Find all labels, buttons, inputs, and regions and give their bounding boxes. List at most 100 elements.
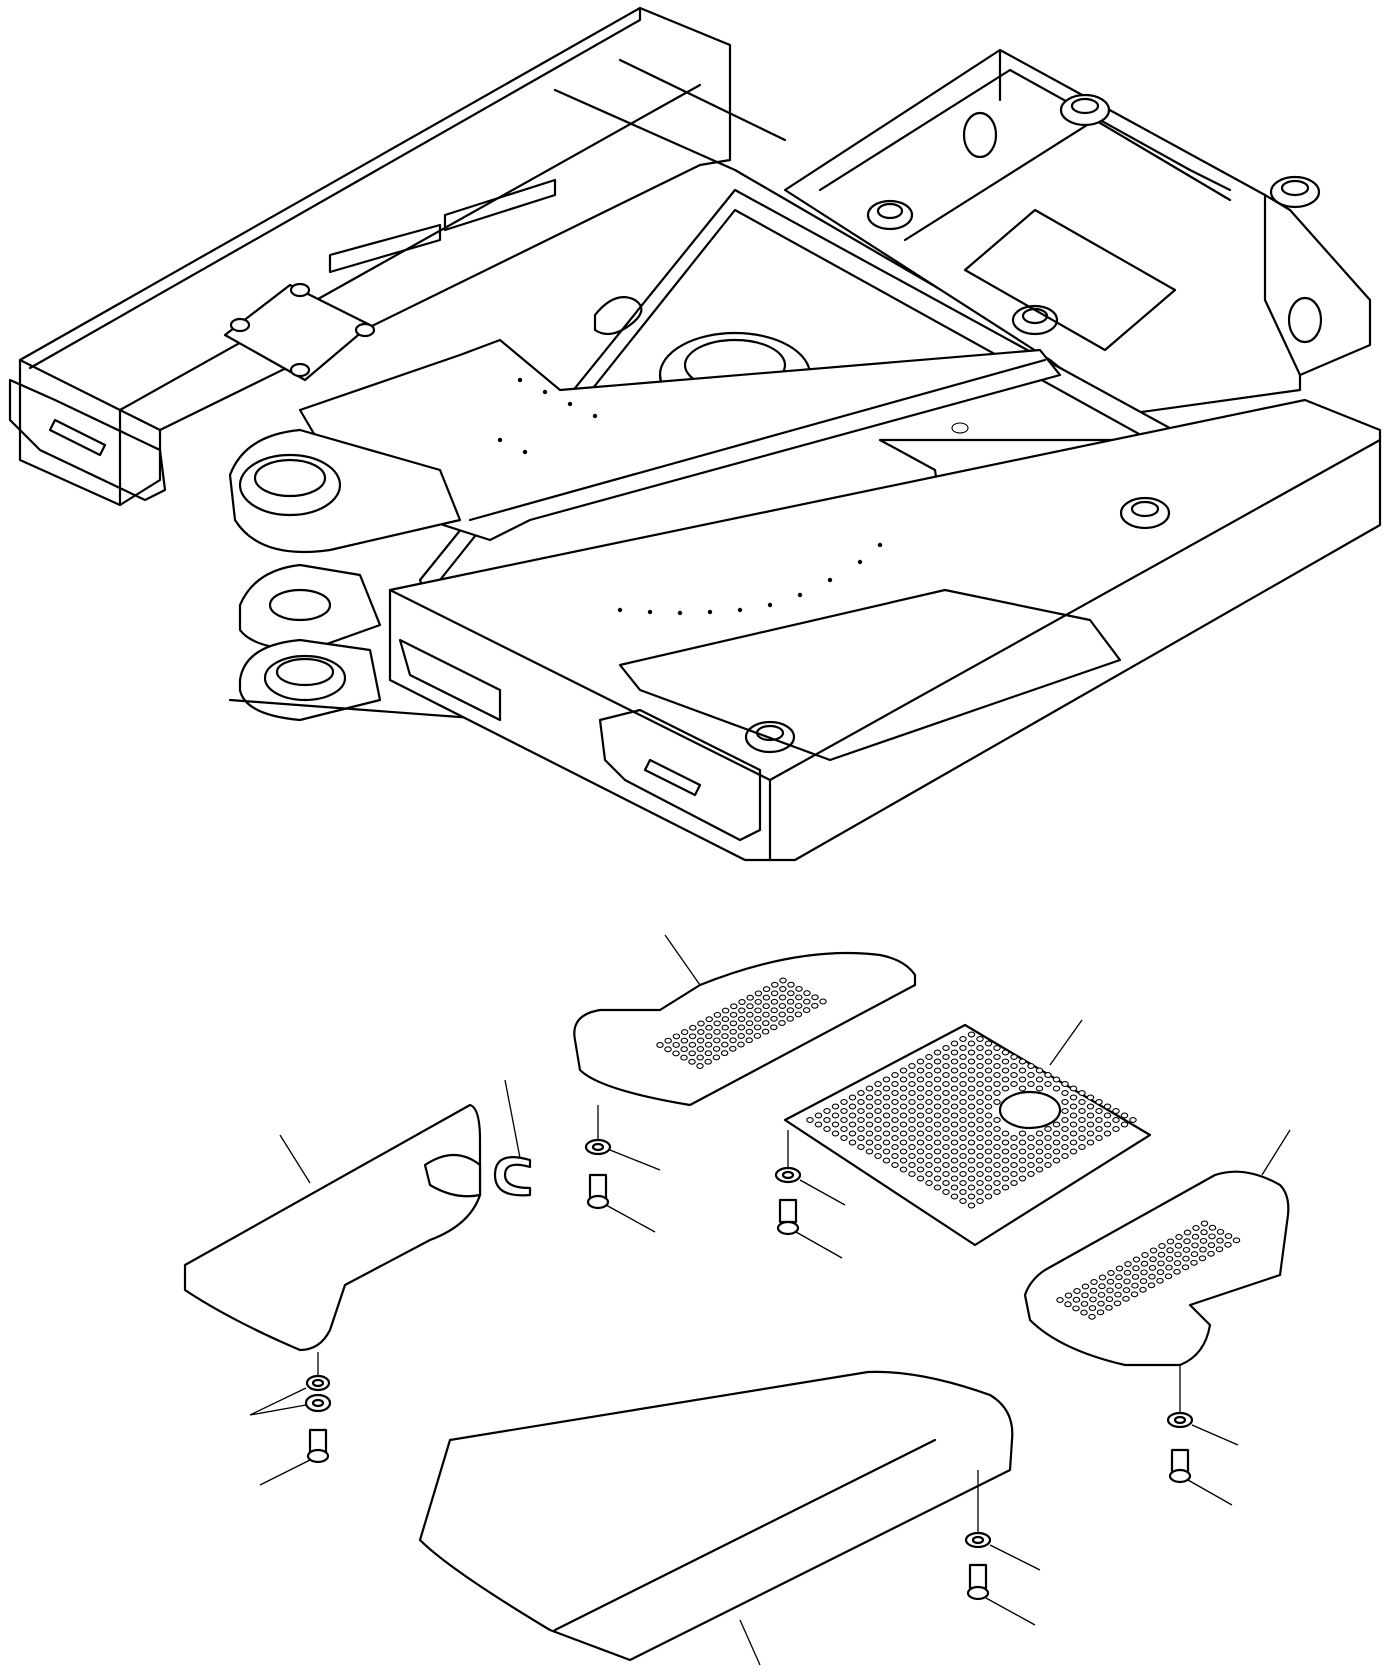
perforation-hole: [925, 1180, 933, 1186]
perforation-hole: [865, 1094, 874, 1101]
perforation-hole: [933, 1166, 942, 1173]
perforation-hole: [857, 1135, 865, 1141]
perforation-hole: [1158, 1243, 1166, 1249]
perforation-hole: [1069, 1103, 1078, 1110]
perforation-hole: [1216, 1228, 1225, 1235]
perforation-hole: [925, 1099, 933, 1105]
perforation-hole: [925, 1126, 933, 1132]
perforation-hole: [933, 1139, 942, 1146]
perforation-hole: [950, 1148, 959, 1155]
perforation-hole: [899, 1157, 908, 1164]
perforation-hole: [705, 1016, 713, 1023]
perforation-hole: [738, 1007, 746, 1014]
perforation-hole: [779, 986, 787, 992]
perforation-hole: [942, 1054, 950, 1060]
perforation-hole: [696, 1063, 704, 1069]
perforation-hole: [984, 1193, 993, 1200]
perforation-hole: [1112, 1126, 1120, 1132]
perforation-hole: [779, 977, 787, 984]
perforation-hole: [823, 1117, 831, 1123]
perforation-hole: [1086, 1130, 1095, 1137]
perforation-hole: [950, 1166, 959, 1173]
perforation-hole: [688, 1033, 697, 1040]
perforation-hole: [1086, 1121, 1095, 1128]
perforation-hole: [1105, 1296, 1114, 1303]
perforation-hole: [745, 1037, 753, 1044]
perforation-hole: [993, 1099, 1001, 1105]
perforation-hole: [1106, 1278, 1115, 1285]
perforation-hole: [1149, 1247, 1158, 1254]
perforation-hole: [1035, 1166, 1044, 1173]
perforation-hole: [993, 1081, 1001, 1087]
perforation-hole: [984, 1166, 993, 1173]
perforation-right: [1056, 1220, 1241, 1320]
perforation-hole: [993, 1063, 1001, 1069]
perforation-hole: [713, 1028, 721, 1035]
perforation-hole: [874, 1081, 882, 1087]
perforation-hole: [1207, 1242, 1216, 1249]
perforation-hole: [950, 1112, 959, 1119]
perforation-hole: [865, 1103, 874, 1110]
perforation-hole: [891, 1099, 899, 1105]
perforation-hole: [993, 1180, 1001, 1186]
perforation-hole: [1182, 1255, 1190, 1262]
perforation-hole: [857, 1117, 865, 1123]
perforation-hole: [1122, 1295, 1130, 1302]
perforation-hole: [762, 1003, 770, 1010]
perforation-hole: [1103, 1103, 1112, 1110]
perforation-hole: [984, 1112, 993, 1119]
perforation-hole: [705, 1024, 713, 1031]
perforation-hole: [1044, 1081, 1052, 1087]
perforation-hole: [1052, 1121, 1061, 1128]
perforation-hole: [967, 1166, 976, 1173]
perforation-hole: [967, 1175, 976, 1182]
perforation-hole: [1018, 1157, 1027, 1164]
perforation-hole: [1001, 1130, 1010, 1137]
perforation-hole: [959, 1144, 967, 1150]
perforation-hole: [857, 1090, 865, 1096]
perforation-hole: [942, 1144, 950, 1150]
perforation-hole: [967, 1067, 976, 1074]
perforation-hole: [993, 1135, 1001, 1141]
perforation-hole: [984, 1094, 993, 1101]
perforation-hole: [680, 1029, 689, 1036]
perforation-hole: [1027, 1171, 1035, 1177]
perforation-hole: [976, 1117, 984, 1123]
perforation-hole: [1095, 1117, 1103, 1123]
perforation-hole: [1001, 1067, 1010, 1074]
perforation-hole: [1027, 1153, 1035, 1159]
perforation-hole: [705, 1033, 713, 1040]
perforation-hole: [1224, 1233, 1233, 1240]
perforation-hole: [1027, 1063, 1035, 1069]
perforation-hole: [950, 1130, 959, 1137]
perforation-hole: [891, 1081, 899, 1087]
perforation-hole: [916, 1121, 925, 1128]
washer: [305, 1374, 331, 1392]
perforation-hole: [786, 998, 795, 1005]
perforation-hole: [916, 1103, 925, 1110]
perforation-hole: [1061, 1090, 1069, 1096]
perforation-hole: [976, 1180, 984, 1186]
perforation-hole: [1072, 1305, 1080, 1312]
perforation-hole: [704, 1058, 712, 1065]
perforation-hole: [933, 1130, 942, 1137]
perforation-hole: [1064, 1301, 1072, 1308]
perforation-hole: [984, 1175, 993, 1182]
perforation-hole: [1175, 1234, 1183, 1240]
perforation-hole: [976, 1090, 984, 1096]
perforation-hole: [942, 1162, 950, 1168]
perforation-hole: [933, 1094, 942, 1101]
perforation-hole: [925, 1090, 933, 1096]
perforation-hole: [1001, 1148, 1010, 1155]
perforation-hole: [933, 1058, 942, 1065]
perforation-hole: [857, 1126, 865, 1132]
perforation-hole: [1190, 1251, 1199, 1258]
perforation-hole: [874, 1090, 882, 1096]
perforation-hole: [823, 1108, 831, 1114]
perforation-hole: [754, 998, 762, 1005]
perforation-hole: [899, 1139, 908, 1146]
perforation-hole: [680, 1037, 689, 1044]
boom-foot-boss-middle: [238, 563, 382, 652]
perforation-hole: [840, 1126, 848, 1132]
perforation-hole: [967, 1184, 976, 1191]
